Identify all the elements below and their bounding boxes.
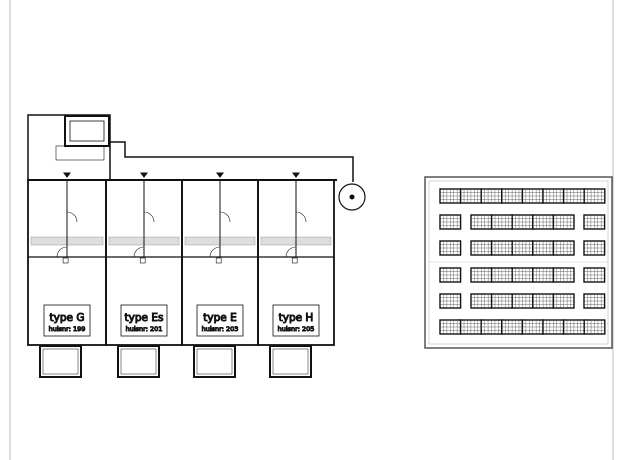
solar-panel [511,214,534,230]
solar-panel [583,214,606,230]
panel-row-3 [439,240,606,256]
solar-panel [490,214,513,230]
door-swing [143,211,155,223]
unit-label-box [196,304,244,337]
door-swing [56,246,68,258]
panel-row-1 [439,188,606,204]
solar-panel [470,214,493,230]
door-swing [219,211,231,223]
house-number-label: huisnr: 205 [278,325,315,333]
elevator-shaft [64,115,110,147]
panel-row-4 [439,267,606,283]
solar-panel [490,240,513,256]
roof-edge [428,180,609,345]
balcony [39,345,82,378]
door-swing [295,211,307,223]
solar-panel [490,267,513,283]
spiral-stair [338,183,366,211]
balcony-inner [42,348,79,375]
unit-type-label: type H [279,312,314,324]
entrance-arrow [63,172,71,178]
solar-panel [532,214,555,230]
solar-panel [459,188,482,204]
solar-panel [470,240,493,256]
solar-panel [542,319,565,335]
solar-panel [490,293,513,309]
door-swing [209,246,221,258]
solar-panel [583,188,606,204]
solar-panel [532,267,555,283]
solar-panel [552,293,575,309]
panel-row-6 [439,319,606,335]
elevator-cab [69,120,105,142]
unit-label-box [120,304,168,337]
solar-panel [439,188,462,204]
solar-panel [552,240,575,256]
balcony [193,345,236,378]
solar-panel [439,293,462,309]
sink [62,257,69,264]
balcony-inner [120,348,157,375]
solar-panel [532,293,555,309]
house-number-label: huisnr: 203 [202,325,239,333]
solar-panel [480,188,503,204]
solar-panel [583,293,606,309]
solar-panel [511,293,534,309]
door-swing [66,211,78,223]
solar-panel [439,319,462,335]
solar-panel [521,319,544,335]
panel-row-2 [439,214,606,230]
unit-type-label: type E [203,312,236,324]
solar-panel [511,240,534,256]
sink [291,257,298,264]
solar-panel [562,319,585,335]
solar-panel [532,240,555,256]
roof-plan [424,176,613,349]
panel-row-5 [439,293,606,309]
unit-label-box [43,304,91,337]
gallery-wall [110,141,354,182]
solar-panel [552,214,575,230]
solar-panel [439,214,462,230]
sink [139,257,146,264]
solar-panel [562,188,585,204]
stair-core [27,114,111,181]
entrance-arrow [292,172,300,178]
entrance-arrow [140,172,148,178]
stairs [55,145,105,161]
solar-panel [501,319,524,335]
door-swing [285,246,297,258]
solar-panel [470,293,493,309]
balcony-inner [272,348,309,375]
solar-panel [583,319,606,335]
solar-panel [459,319,482,335]
entrance-arrow [216,172,224,178]
solar-panel [511,267,534,283]
sink [215,257,222,264]
balcony [269,345,312,378]
door-swing [133,246,145,258]
solar-panel [480,319,503,335]
unit-type-label: type G [50,312,85,324]
solar-panel [439,240,462,256]
solar-panel [439,267,462,283]
solar-panel [542,188,565,204]
unit-label-box [272,304,320,337]
house-number-label: huisnr: 199 [49,325,86,333]
solar-panel [583,240,606,256]
solar-panel [552,267,575,283]
solar-panel [501,188,524,204]
balcony [117,345,160,378]
balcony-inner [196,348,233,375]
solar-panel [583,267,606,283]
unit-type-label: type Es [125,312,164,324]
solar-panel [521,188,544,204]
house-number-label: huisnr: 201 [126,325,163,333]
solar-panel [470,267,493,283]
